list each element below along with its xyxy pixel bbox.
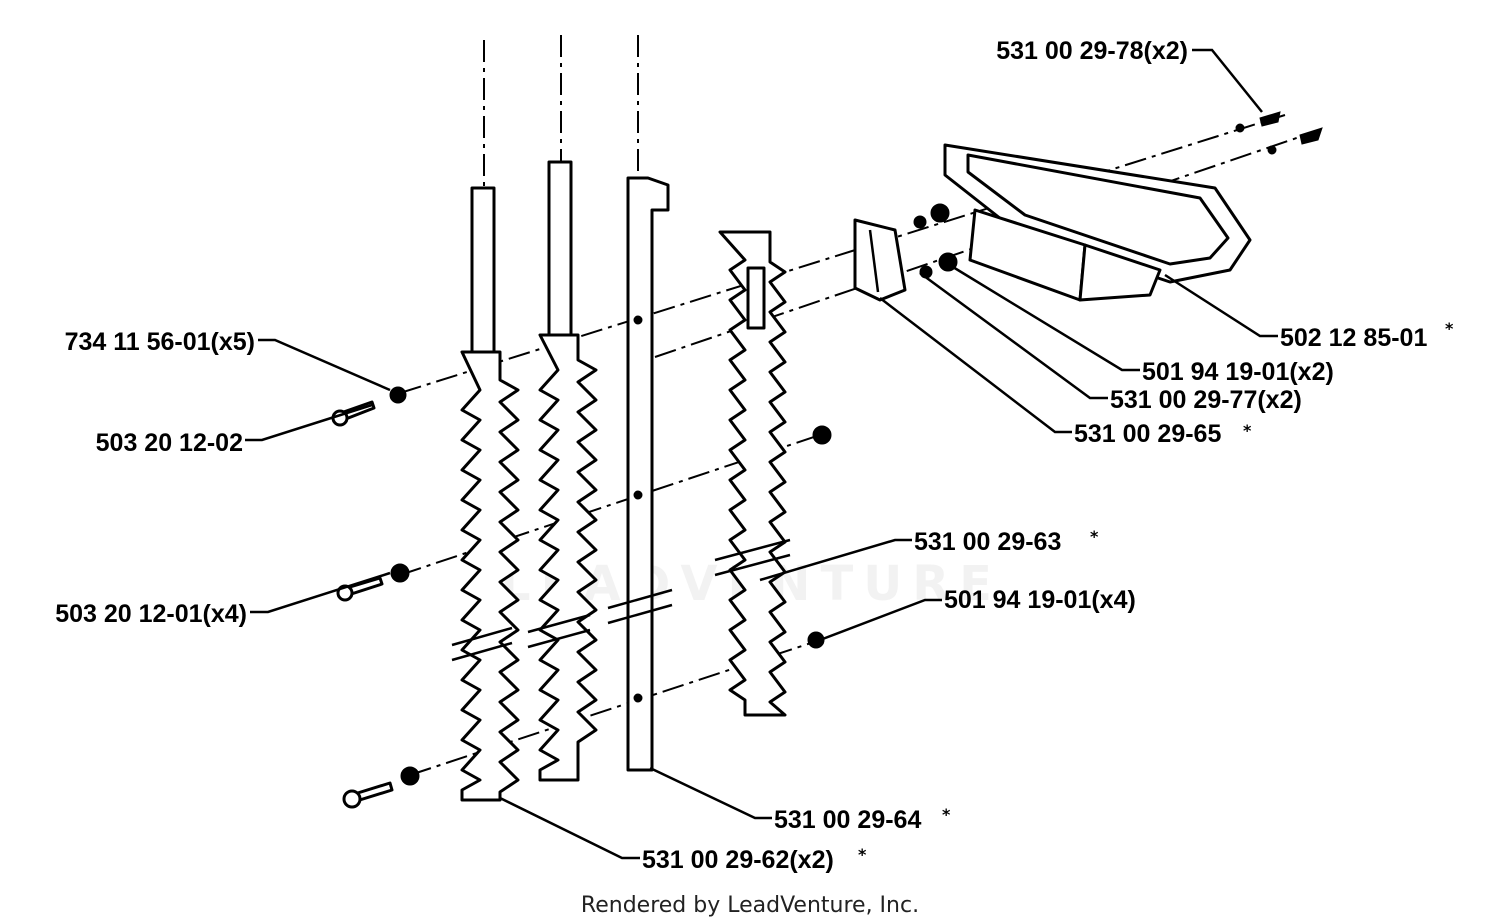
part-label-531-00-29-65: 531 00 29-65 xyxy=(1074,420,1221,448)
blade-left xyxy=(451,186,520,802)
nuts xyxy=(389,123,1277,786)
part-label-503-20-12-02: 503 20 12-02 xyxy=(96,429,243,457)
handle xyxy=(943,143,1252,302)
blade-rear xyxy=(714,230,791,717)
part-label-501-94-19-01-x2: 501 94 19-01(x2) xyxy=(1142,358,1334,386)
note-marker: * xyxy=(942,805,951,824)
note-marker: * xyxy=(1090,527,1099,546)
note-marker: * xyxy=(858,845,867,864)
part-labels: 734 11 56-01(x5) 503 20 12-02 503 20 12-… xyxy=(55,37,1454,874)
part-label-502-12-85-01: 502 12 85-01 xyxy=(1280,324,1427,352)
part-label-531-00-29-78: 531 00 29-78(x2) xyxy=(996,37,1188,65)
leader-lines xyxy=(245,48,1278,860)
note-marker: * xyxy=(1445,319,1454,338)
part-label-531-00-29-63: 531 00 29-63 xyxy=(914,528,1061,556)
blade-middle xyxy=(527,160,598,782)
part-label-531-00-29-77: 531 00 29-77(x2) xyxy=(1110,386,1302,414)
part-label-531-00-29-64: 531 00 29-64 xyxy=(774,806,921,834)
part-label-531-00-29-62: 531 00 29-62(x2) xyxy=(642,846,834,874)
guide-bar xyxy=(607,176,673,772)
part-label-503-20-12-01: 503 20 12-01(x4) xyxy=(55,600,247,628)
footer-credit: Rendered by LeadVenture, Inc. xyxy=(581,893,919,918)
note-marker: * xyxy=(1243,421,1252,440)
bolts xyxy=(331,111,1323,809)
bracket xyxy=(853,218,907,302)
part-label-501-94-19-01-x4: 501 94 19-01(x4) xyxy=(944,586,1136,614)
part-label-734-11-56-01: 734 11 56-01(x5) xyxy=(65,328,255,356)
vertical-center-lines xyxy=(483,35,639,190)
